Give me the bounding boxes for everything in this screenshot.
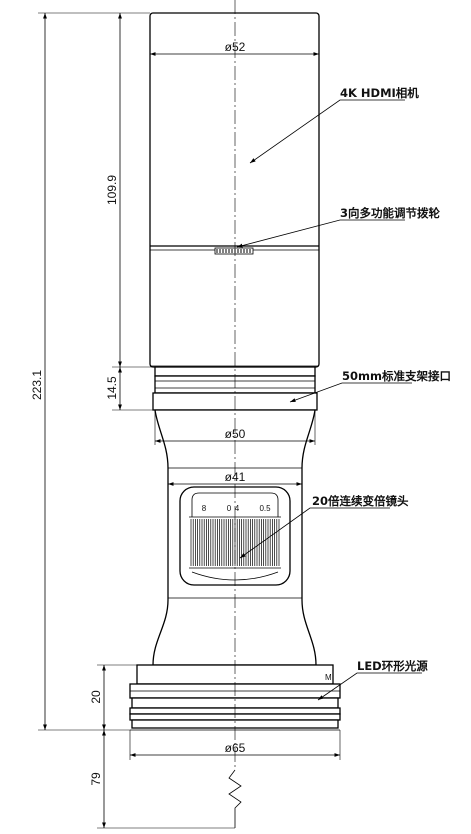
zoom-scale-label: 0 — [227, 504, 232, 513]
zoom-scale-label: 8 — [202, 504, 207, 513]
lens-diameter-dimension: ø41 — [225, 470, 246, 484]
diameter-dimensions — [130, 52, 340, 757]
led-marking: M — [325, 673, 332, 682]
led-ring-light: M — [129, 664, 341, 731]
dial-wheel — [214, 247, 254, 255]
working-distance-dimension: 79 — [89, 772, 103, 786]
led-height-dimension: 20 — [89, 690, 103, 704]
callout-leaders — [236, 99, 422, 701]
camera-diameter-dimension: ø52 — [225, 40, 246, 54]
total-height-dimension: 223.1 — [30, 370, 44, 400]
zoom-scale: 8 0 4 0.5 — [202, 504, 271, 513]
camera-body — [149, 12, 320, 368]
mount-height-dimension: 14.5 — [105, 376, 119, 400]
zoom-scale-label: 0.5 — [259, 504, 271, 513]
vertical-dimensions — [43, 13, 122, 828]
callout-dial: 3向多功能调节拨轮 — [340, 206, 441, 220]
led-diameter-dimension: ø65 — [225, 741, 246, 755]
mount-diameter-dimension: ø50 — [225, 427, 246, 441]
camera-height-dimension: 109.9 — [105, 175, 119, 205]
callout-mount: 50mm标准支架接口 — [342, 369, 451, 383]
center-line — [228, 0, 242, 828]
zoom-scale-label: 4 — [235, 504, 240, 513]
callout-camera: 4K HDMI相机 — [340, 86, 419, 100]
callout-led: LED环形光源 — [357, 659, 428, 673]
callout-zoom-lens: 20倍连续变倍镜头 — [312, 494, 409, 508]
